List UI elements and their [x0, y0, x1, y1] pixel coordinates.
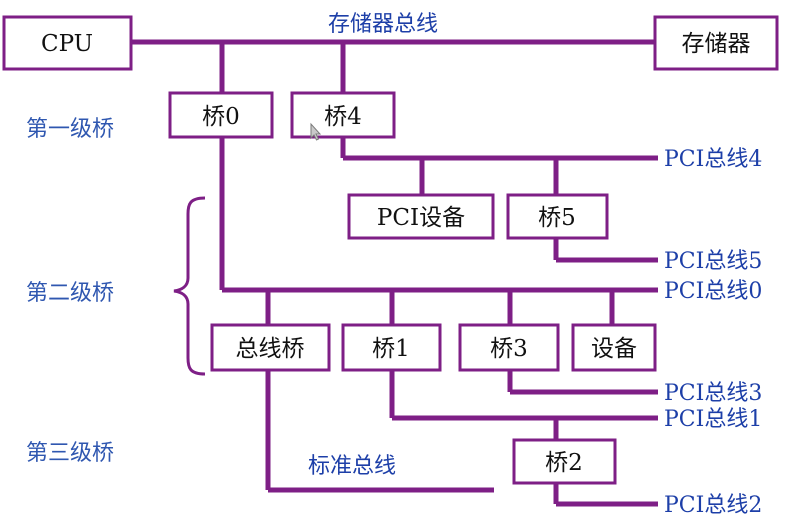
bridge4-label: 桥4	[324, 104, 362, 130]
bridge0-label: 桥0	[202, 104, 240, 130]
bridge3-label: 桥3	[490, 336, 528, 362]
standard-bus-label: 标准总线	[308, 454, 396, 479]
connection-lines	[131, 39, 658, 507]
pci-bus2-label: PCI总线2	[664, 493, 762, 518]
cpu-label: CPU	[41, 31, 93, 57]
memory-bus-label: 存储器总线	[328, 12, 438, 37]
bridge0-box: 桥0	[168, 91, 274, 139]
bus-bridge-label: 总线桥	[236, 336, 305, 362]
bridge5-box: 桥5	[506, 193, 609, 240]
device-box: 设备	[571, 323, 657, 372]
level2-label: 第二级桥	[26, 281, 114, 306]
pci-bus0-label: PCI总线0	[664, 279, 762, 304]
bridge3-box: 桥3	[458, 323, 560, 372]
pci-device-box: PCI设备	[347, 193, 495, 240]
memory-box: 存储器	[653, 15, 779, 71]
mouse-pointer-icon	[310, 122, 322, 141]
pci-bus5-label: PCI总线5	[664, 249, 762, 274]
bridge5-label: 桥5	[538, 205, 576, 231]
bridge1-label: 桥1	[372, 336, 410, 362]
bridge1-box: 桥1	[341, 323, 442, 372]
bus-bridge-box: 总线桥	[210, 323, 331, 372]
cpu-box: CPU	[2, 15, 133, 71]
device-label: 设备	[591, 336, 637, 362]
memory-label: 存储器	[682, 31, 751, 57]
level2-brace	[173, 196, 206, 376]
bridge2-label: 桥2	[545, 450, 583, 476]
level3-label: 第三级桥	[26, 441, 114, 466]
pci-bus4-label: PCI总线4	[664, 147, 762, 172]
bridge4-box: 桥4	[290, 91, 396, 139]
level1-label: 第一级桥	[26, 117, 114, 142]
pci-bus3-label: PCI总线3	[664, 381, 762, 406]
pci-device-label: PCI设备	[377, 205, 465, 231]
pci-bus1-label: PCI总线1	[664, 407, 762, 432]
bridge2-box: 桥2	[512, 438, 617, 485]
